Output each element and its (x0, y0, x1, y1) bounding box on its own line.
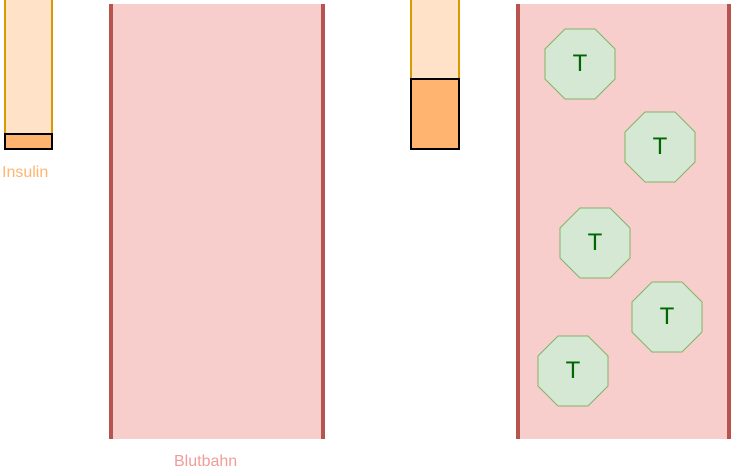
insulin-level-right (410, 78, 460, 150)
octagon-shape (537, 335, 609, 407)
insulin-reservoir-left (4, 0, 53, 150)
molecule-label: T (652, 133, 668, 160)
insulin-level-left (4, 133, 53, 150)
octagon-shape (544, 28, 616, 100)
molecule-t: T (544, 28, 616, 100)
bloodstream-vessel-left (109, 4, 325, 439)
insulin-reservoir-right (410, 0, 460, 150)
molecule-t: T (537, 335, 609, 407)
molecule-label: T (587, 229, 603, 256)
molecule-label: T (565, 357, 581, 384)
insulin-label: Insulin (2, 164, 49, 181)
molecule-label: T (572, 50, 588, 77)
octagon-shape (631, 281, 703, 353)
octagon-shape (624, 111, 696, 183)
molecule-label: T (659, 303, 675, 330)
molecule-t: T (631, 281, 703, 353)
molecule-t: T (624, 111, 696, 183)
bloodstream-label: Blutbahn (174, 453, 238, 470)
molecule-t: T (559, 207, 631, 279)
octagon-shape (559, 207, 631, 279)
